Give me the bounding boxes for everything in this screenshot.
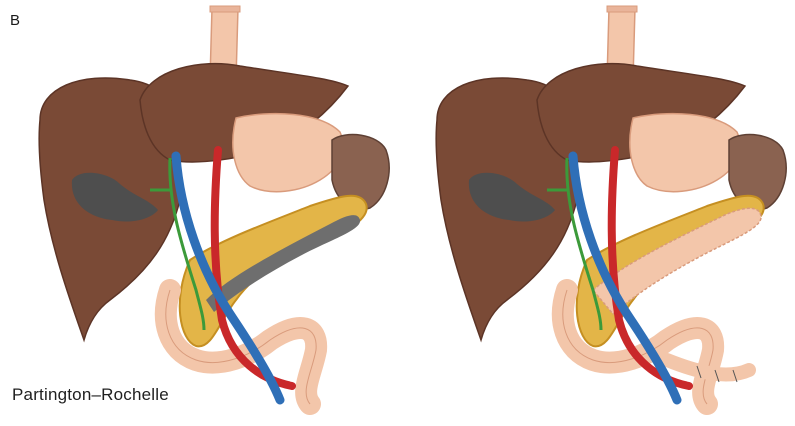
preoperative-illustration (0, 0, 398, 426)
stomach (233, 114, 343, 192)
stomach (630, 114, 740, 192)
procedure-caption: Partington–Rochelle (12, 385, 169, 405)
postoperative-illustration (397, 0, 795, 426)
